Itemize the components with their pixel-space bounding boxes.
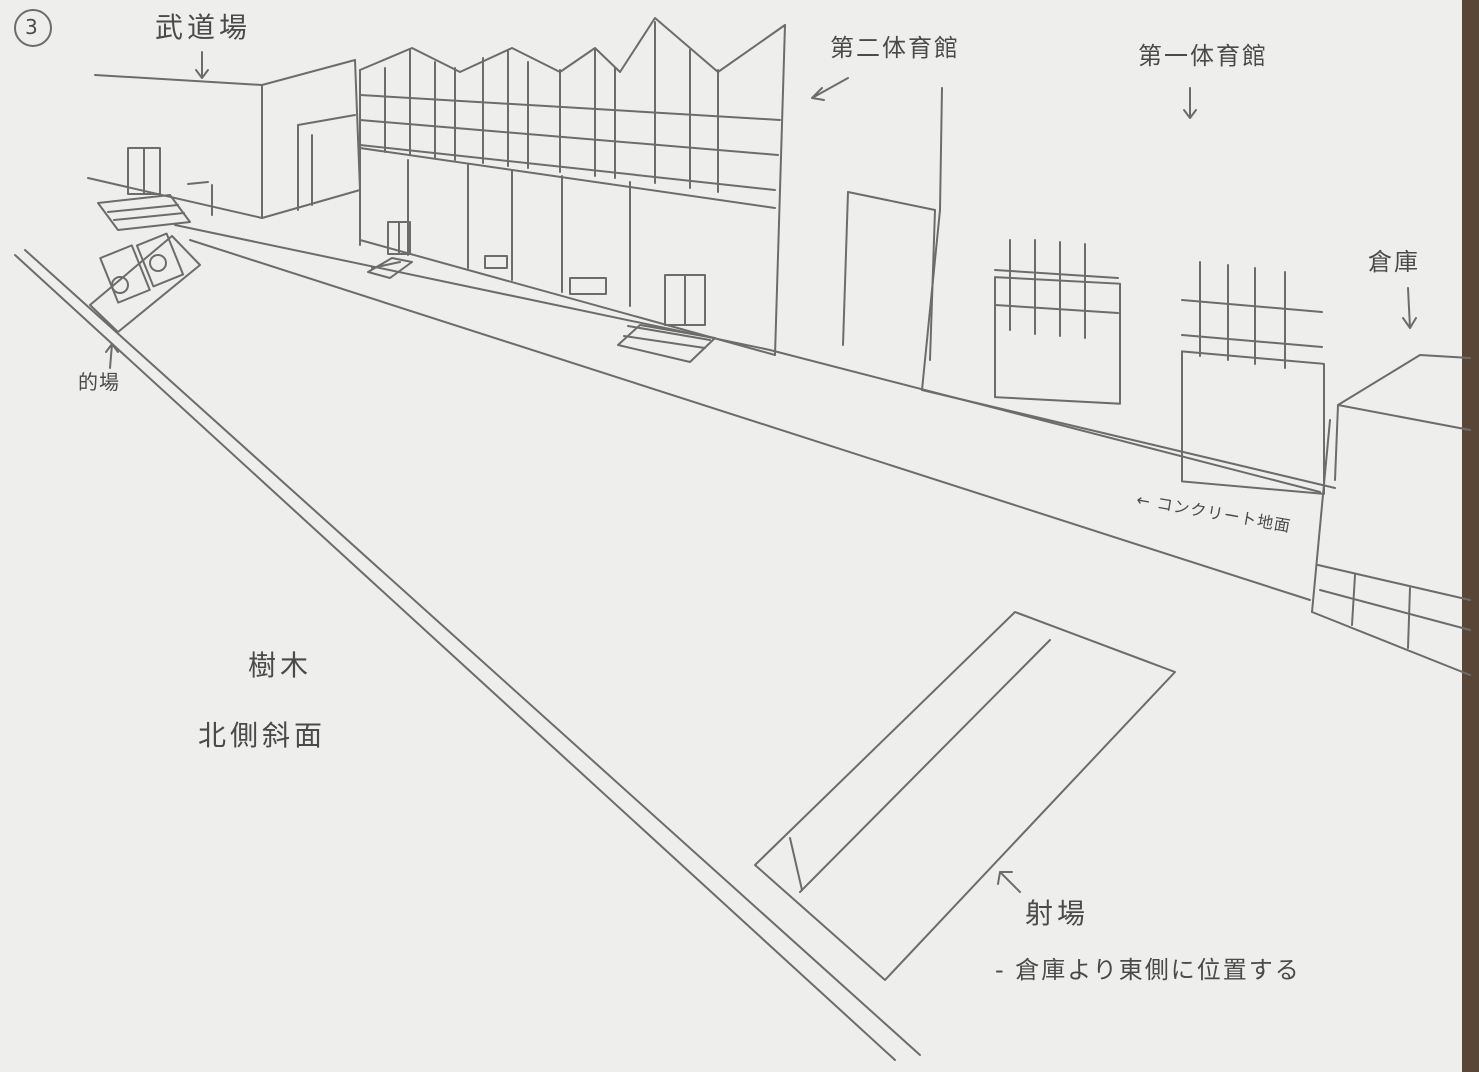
matoba-arrow [105, 343, 119, 369]
matoba-label: 的場 [78, 370, 120, 394]
first-gym-arrow [1183, 87, 1197, 119]
page-number: 3 [25, 15, 39, 39]
page-number-circle [14, 9, 52, 47]
second-gym-arrow [811, 77, 849, 101]
ground-lines [14, 224, 1321, 1061]
matoba-structure [89, 232, 201, 333]
trees-label: 樹木 [248, 649, 313, 682]
budojo-building [87, 59, 361, 231]
shajo-label: 射場 [1025, 897, 1090, 930]
storehouse-arrow [1402, 287, 1417, 329]
budojo-label: 武道場 [155, 11, 252, 44]
shajo-range [754, 611, 1176, 981]
budojo-arrow [195, 51, 209, 79]
storehouse-label: 倉庫 [1368, 248, 1420, 276]
north-slope-label: 北側斜面 [198, 719, 327, 752]
second-gym-label: 第二体育館 [830, 34, 960, 62]
shajo-arrow [997, 871, 1021, 893]
connector-building [842, 87, 943, 391]
first-gym-building [921, 239, 1336, 495]
first-gym-label: 第一体育館 [1138, 42, 1268, 70]
storehouse-building [1311, 354, 1471, 676]
shajo-note: - 倉庫より東側に位置する [995, 956, 1301, 984]
table-edge [1462, 0, 1479, 1072]
